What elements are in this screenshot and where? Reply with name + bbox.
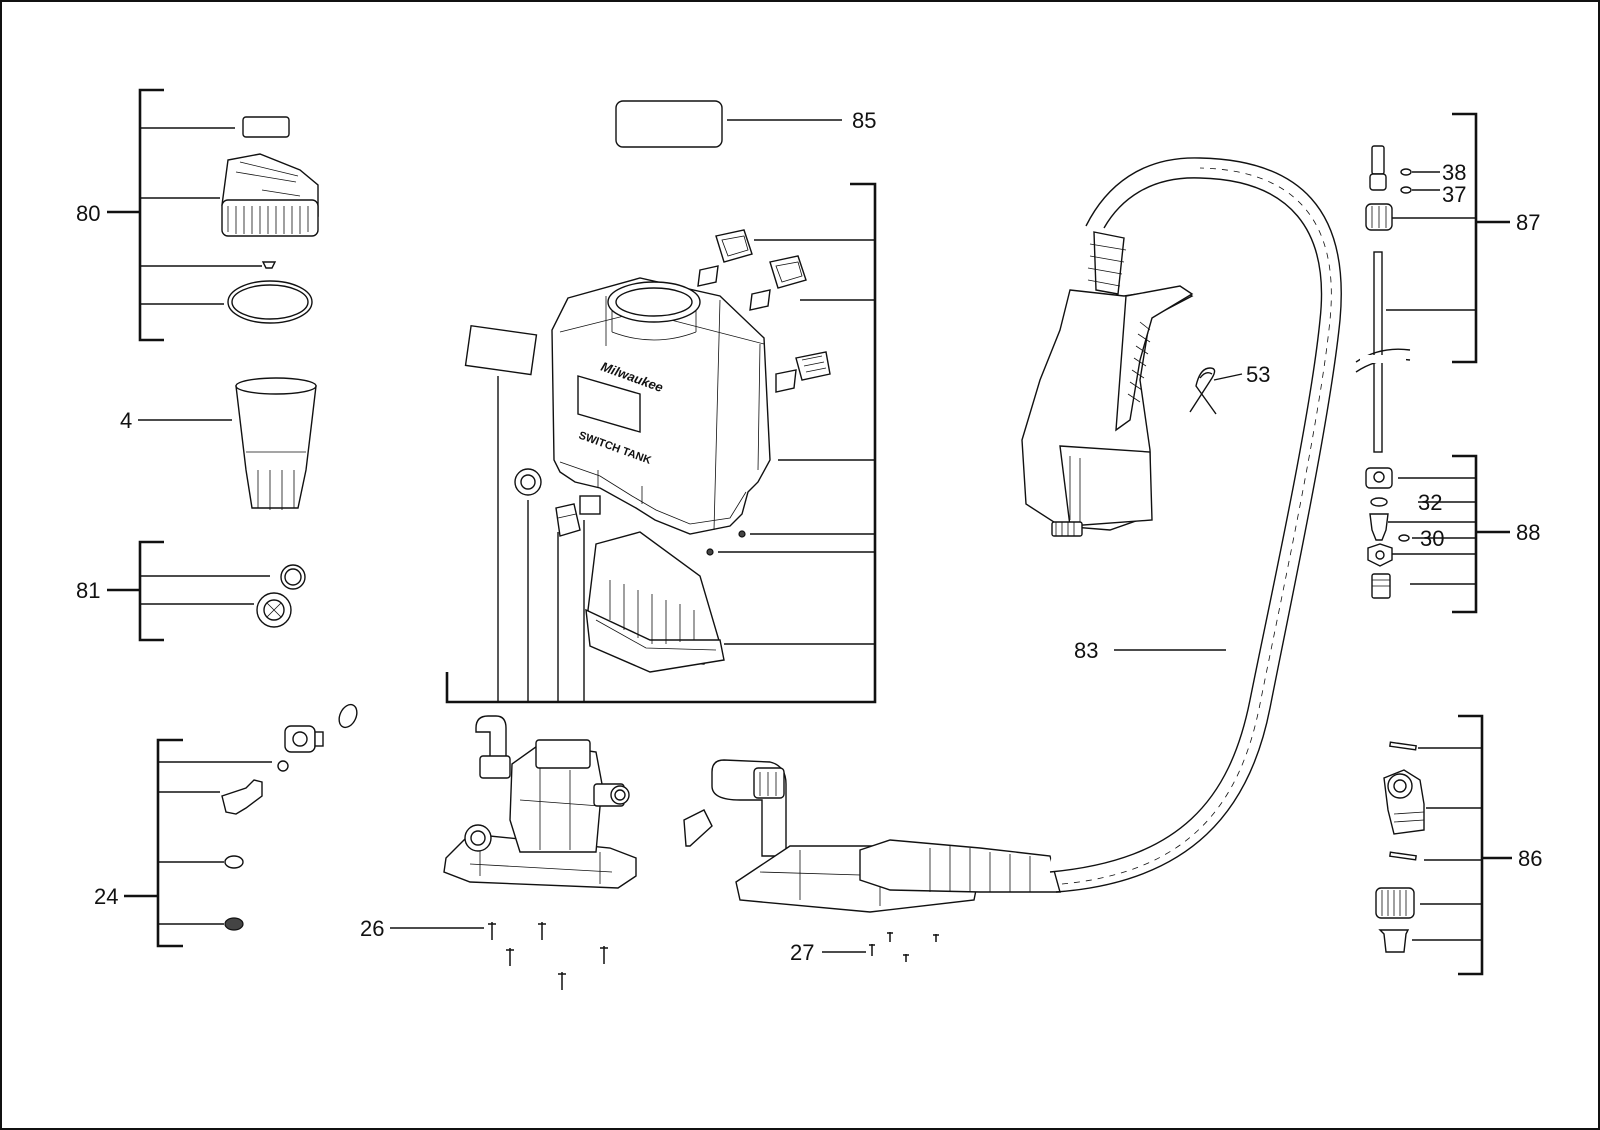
elbow-fitting (221, 779, 263, 815)
part-label-85: 85 (852, 108, 876, 133)
swivel-elbow (1383, 769, 1425, 835)
wand-group: 38 37 87 (1355, 112, 1540, 453)
clip-right (795, 351, 831, 381)
small-washer (277, 760, 289, 772)
warning-label-group: 85 (615, 100, 876, 148)
hose-end-pin-a (1389, 741, 1417, 751)
pump-assembly: 26 (360, 715, 637, 990)
coupling-nut (1375, 887, 1415, 919)
o-ring-30 (1398, 534, 1410, 542)
pump-front-fitting (464, 824, 492, 852)
tank-pin-b (706, 548, 714, 556)
wand-nozzle-tip (1369, 145, 1387, 191)
strainer-basket (235, 385, 317, 509)
tank-label-small-c (775, 369, 797, 393)
clip-top-left (715, 229, 753, 263)
hose-end-group: 86 (1375, 714, 1542, 976)
part-label-86: 86 (1518, 846, 1542, 871)
pump-screws (488, 922, 608, 990)
tank-pin-a (738, 530, 746, 538)
base-screws (869, 932, 939, 962)
strainer-group: 4 (120, 377, 317, 510)
wand-tube (1355, 251, 1411, 453)
nozzle-group: 32 30 88 (1365, 454, 1540, 614)
flat-washer (224, 855, 244, 869)
fittings-group: 24 (94, 703, 358, 948)
valve-cap-group: 81 (76, 540, 306, 642)
o-ring-38 (1400, 168, 1412, 176)
hose-end-pin-b (1389, 851, 1417, 861)
rating-label (579, 495, 601, 515)
fill-cap (221, 153, 319, 237)
part-label-27: 27 (790, 940, 814, 965)
cap-assembly-group: 80 (76, 88, 319, 342)
tank-base-tray (585, 531, 725, 673)
grommet (514, 468, 542, 496)
part-label-88: 88 (1516, 520, 1540, 545)
o-ring-32 (1370, 497, 1388, 507)
tank-label-small-a (697, 265, 719, 287)
nozzle-adapter (1371, 573, 1391, 599)
part-label-81: 81 (76, 578, 100, 603)
elbow-swivel (711, 759, 787, 857)
nozzle-insert (1369, 513, 1389, 541)
hose-base-assembly: 27 (711, 759, 1061, 965)
wand-nut (1365, 203, 1393, 231)
drain-plug (284, 725, 324, 753)
part-label-80: 80 (76, 201, 100, 226)
part-label-32: 32 (1418, 490, 1442, 515)
switch-tank-body: Milwaukee SWITCH TANK (551, 277, 771, 535)
part-label-30: 30 (1420, 526, 1444, 551)
part-label-4: 4 (120, 408, 132, 433)
hose-barb (1378, 929, 1410, 953)
cap-o-ring (227, 280, 313, 324)
wand-handle (1021, 231, 1194, 537)
wand-lock-spring: 53 (1189, 362, 1270, 415)
cap-label (242, 116, 290, 138)
part-label-26: 26 (360, 916, 384, 941)
latch (555, 503, 581, 537)
clip-top-right (769, 255, 807, 289)
tank-label-small-b (749, 289, 771, 311)
warning-label (615, 100, 723, 148)
cap-check-valve (261, 261, 277, 269)
rubber-seal (224, 917, 244, 931)
tank-decal (464, 324, 538, 376)
o-ring-37 (1400, 186, 1412, 194)
drain-o-ring (338, 703, 358, 729)
part-label-37: 37 (1442, 182, 1466, 207)
nozzle-cap (1365, 467, 1393, 489)
part-label-38: 38 (1442, 160, 1466, 185)
pump-outlet-fitting (593, 783, 630, 807)
nozzle-body (1367, 543, 1393, 567)
part-label-24: 24 (94, 884, 118, 909)
part-label-83: 83 (1074, 638, 1098, 663)
part-label-53: 53 (1246, 362, 1270, 387)
part-label-87: 87 (1516, 210, 1540, 235)
hose-clip (683, 809, 713, 847)
tank-assembly: Milwaukee SWITCH TANK (445, 182, 877, 704)
